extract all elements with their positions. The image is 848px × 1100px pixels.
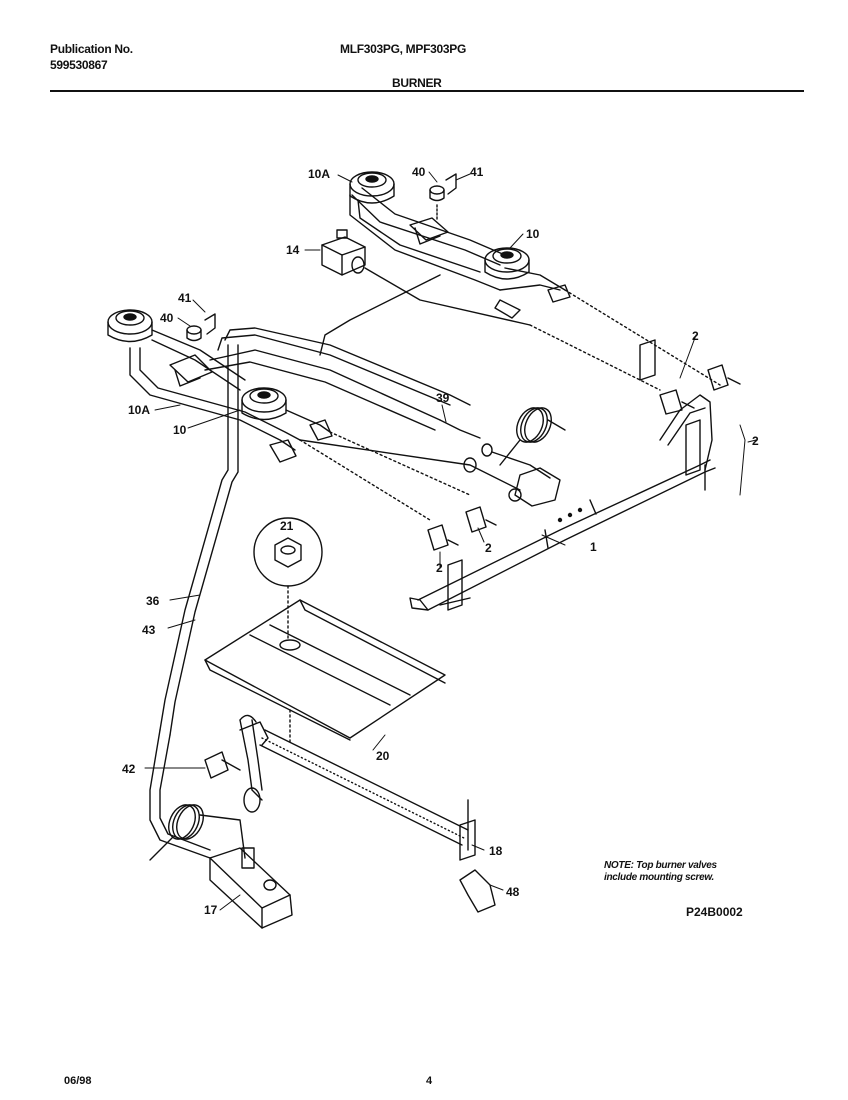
diagram-code: P24B0002 <box>686 905 743 919</box>
publication-label: Publication No. <box>50 42 133 56</box>
callout-2-low: 2 <box>436 561 443 575</box>
left-burner-assembly <box>107 309 333 463</box>
callout-10A-left: 10A <box>128 403 150 417</box>
oven-thermostat-valve <box>204 751 496 929</box>
valve-note-line-2: include mounting screw. <box>604 872 714 883</box>
callout-10-left: 10 <box>173 423 187 437</box>
manifold-and-lines <box>149 274 721 859</box>
callout-40-left: 40 <box>160 311 174 325</box>
callout-10A-top: 10A <box>308 167 330 181</box>
burner-valves <box>427 364 741 551</box>
section-title: BURNER <box>392 76 442 90</box>
callout-leaders <box>144 171 757 911</box>
callout-20: 20 <box>376 749 390 763</box>
thermocouple-coils <box>149 407 566 861</box>
header-rule <box>50 90 804 92</box>
callout-48: 48 <box>506 885 520 899</box>
callout-18: 18 <box>489 844 503 858</box>
model-numbers: MLF303PG, MPF303PG <box>340 42 466 56</box>
callout-10-top: 10 <box>526 227 540 241</box>
publication-number: 599530867 <box>50 58 108 72</box>
valve-note: NOTE: Top burner valves include mounting… <box>604 860 717 884</box>
callout-21: 21 <box>280 519 294 533</box>
callout-36: 36 <box>146 594 160 608</box>
callout-1: 1 <box>590 540 597 554</box>
callout-43: 43 <box>142 623 156 637</box>
oven-burner-tube <box>239 714 476 861</box>
baffle-plate <box>204 599 446 746</box>
footer-page-number: 4 <box>426 1075 433 1087</box>
valve-note-line-1: NOTE: Top burner valves <box>604 860 717 871</box>
callout-41-top: 41 <box>470 165 484 179</box>
callout-2-bracket: 2 <box>752 434 759 448</box>
detail-circle-nut <box>253 517 323 641</box>
footer-date: 06/98 <box>64 1075 92 1087</box>
callout-17: 17 <box>204 903 218 917</box>
callout-14: 14 <box>286 243 300 257</box>
callout-39: 39 <box>436 391 450 405</box>
callout-2-upper: 2 <box>692 329 699 343</box>
callout-labels: 10A 40 41 10 14 41 40 10A 10 39 2 2 2 2 … <box>122 165 759 917</box>
callout-42: 42 <box>122 762 136 776</box>
callout-2-mid: 2 <box>485 541 492 555</box>
callout-40-top: 40 <box>412 165 426 179</box>
callout-41-left: 41 <box>178 291 192 305</box>
top-burner-assembly <box>321 171 571 326</box>
